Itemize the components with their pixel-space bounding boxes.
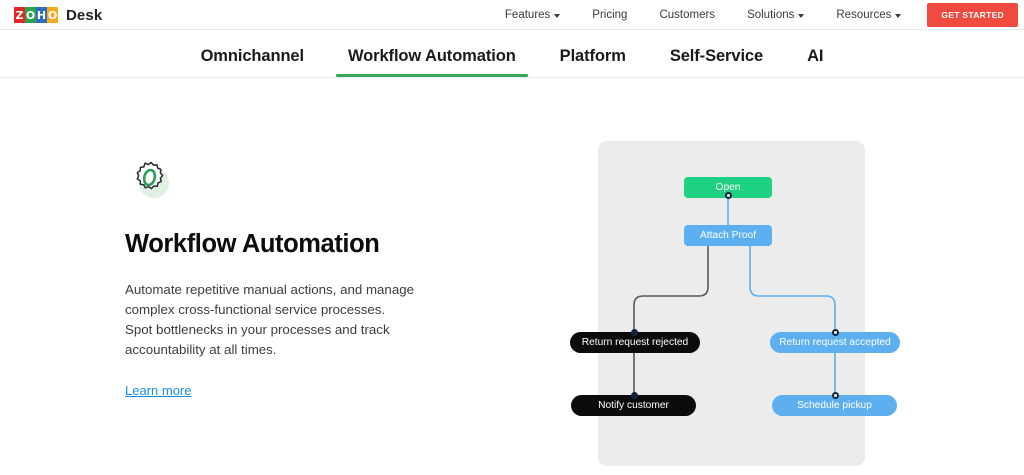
chevron-down-icon <box>798 14 804 18</box>
nav-item-label: Features <box>505 9 550 21</box>
nav-item-resources[interactable]: Resources <box>820 0 917 30</box>
gear-icon-glyph <box>125 160 173 204</box>
node-open[interactable]: Open <box>684 177 772 198</box>
primary-navigation: Features Pricing Customers Solutions Res… <box>489 0 1024 30</box>
gear-icon <box>125 160 173 204</box>
nav-item-label: Pricing <box>592 9 627 21</box>
logo-letter-o1: O <box>25 7 36 23</box>
chevron-down-icon <box>554 14 560 18</box>
node-notify-customer[interactable]: Notify customer <box>571 395 696 416</box>
node-return-request-accepted[interactable]: Return request accepted <box>770 332 900 353</box>
top-header-bar: Z O H O Desk Features Pricing Customers … <box>0 0 1024 30</box>
logo-letter-h: H <box>36 7 47 23</box>
chevron-down-icon <box>895 14 901 18</box>
nav-item-features[interactable]: Features <box>489 0 576 30</box>
brand[interactable]: Z O H O Desk <box>14 0 102 30</box>
get-started-button[interactable]: GET STARTED <box>927 3 1018 27</box>
node-return-request-rejected[interactable]: Return request rejected <box>570 332 700 353</box>
nav-item-label: Resources <box>836 9 891 21</box>
logo-letter-z: Z <box>14 7 25 23</box>
tab-self-service[interactable]: Self-Service <box>648 47 785 77</box>
nav-item-pricing[interactable]: Pricing <box>576 0 643 30</box>
tab-ai[interactable]: AI <box>785 47 845 77</box>
edge-attach-to-rejected <box>634 246 708 333</box>
logo-letter-o2: O <box>47 7 58 23</box>
learn-more-link[interactable]: Learn more <box>125 383 191 398</box>
nav-item-customers[interactable]: Customers <box>643 0 731 30</box>
zoho-logo-icon: Z O H O <box>14 7 58 24</box>
node-attach-proof[interactable]: Attach Proof <box>684 225 772 246</box>
section-tab-bar: Omnichannel Workflow Automation Platform… <box>0 30 1024 78</box>
nav-item-solutions[interactable]: Solutions <box>731 0 820 30</box>
feature-description-column: Workflow Automation Automate repetitive … <box>125 160 425 400</box>
edge-attach-to-accepted <box>750 246 835 333</box>
tab-workflow-automation[interactable]: Workflow Automation <box>326 47 538 77</box>
nav-item-label: Solutions <box>747 9 794 21</box>
product-name: Desk <box>66 7 102 24</box>
page-title: Workflow Automation <box>125 230 425 259</box>
tab-omnichannel[interactable]: Omnichannel <box>179 47 326 77</box>
node-schedule-pickup[interactable]: Schedule pickup <box>772 395 897 416</box>
tab-platform[interactable]: Platform <box>538 47 648 77</box>
nav-item-label: Customers <box>659 9 715 21</box>
feature-description-text: Automate repetitive manual actions, and … <box>125 280 415 360</box>
